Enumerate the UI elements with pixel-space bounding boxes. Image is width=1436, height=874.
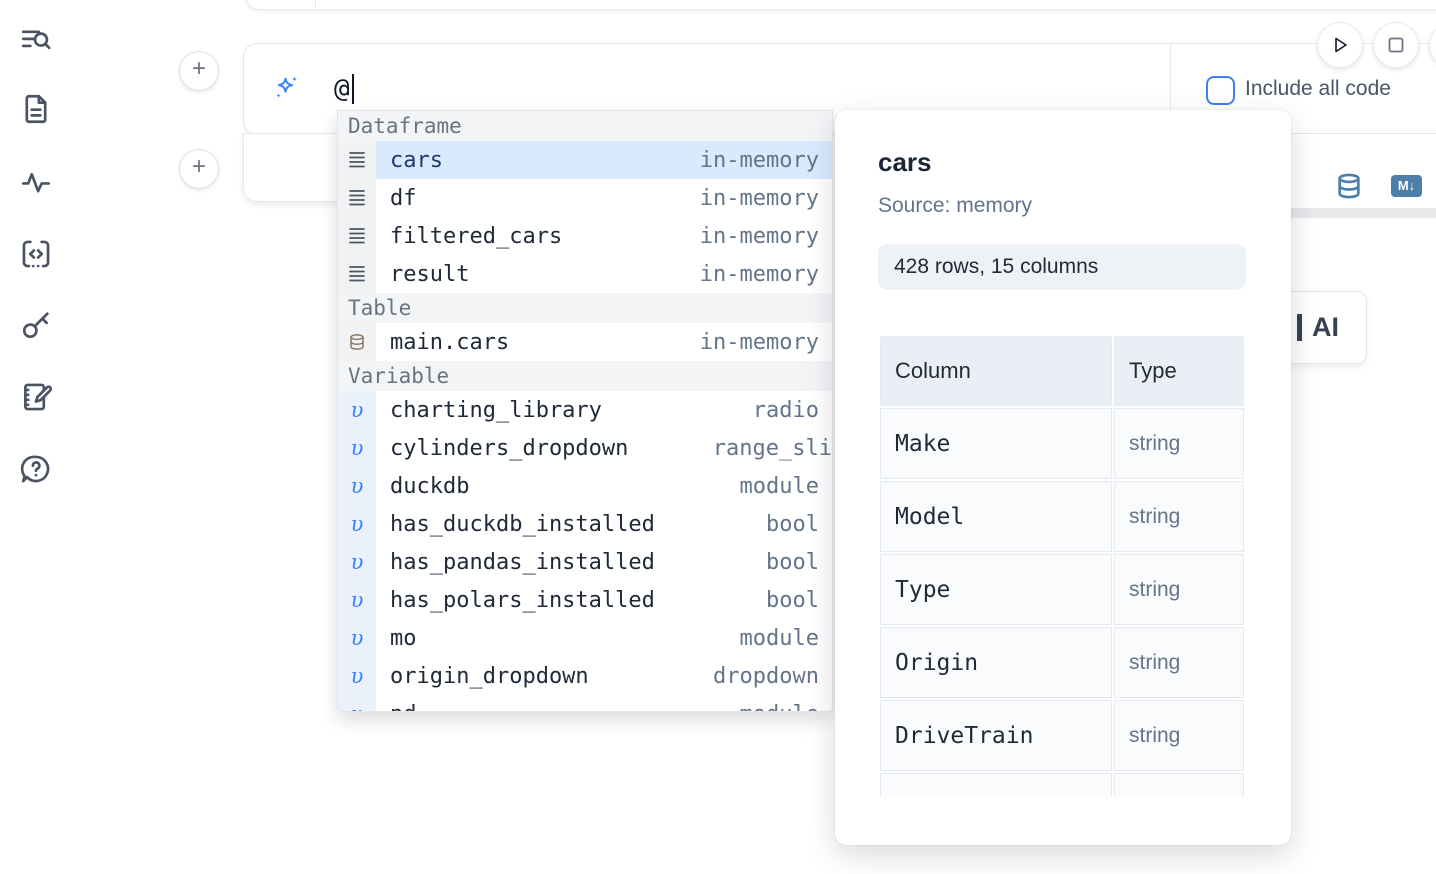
- ai-button-label: AI: [1312, 312, 1339, 342]
- dataframe-icon: [338, 255, 376, 293]
- left-sidebar: [0, 0, 70, 874]
- prompt-divider: [1170, 44, 1171, 133]
- schema-row: DriveTrain string: [880, 700, 1244, 771]
- variable-icon: υ: [338, 505, 376, 543]
- secrets-key-icon[interactable]: [19, 308, 53, 342]
- play-icon: [1335, 37, 1347, 53]
- schema-row: Make string: [880, 408, 1244, 479]
- completion-item-has-duckdb-installed[interactable]: υ has_duckdb_installed bool: [338, 505, 832, 543]
- schema-table-wrap: Column Type Make string Model string Typ…: [878, 334, 1246, 797]
- previous-cell-divider: [315, 0, 316, 8]
- completion-item-has-pandas-installed[interactable]: υ has_pandas_installed bool: [338, 543, 832, 581]
- variable-icon: υ: [338, 391, 376, 429]
- schema-table: Column Type Make string Model string Typ…: [878, 334, 1246, 797]
- schema-header-column: Column: [880, 336, 1112, 406]
- add-cell-button-top[interactable]: +: [179, 51, 219, 91]
- completion-item-mo[interactable]: υ mo module: [338, 619, 832, 657]
- scratchpad-notebook-icon[interactable]: [19, 380, 53, 414]
- schema-row: Origin string: [880, 627, 1244, 698]
- dataset-detail-popup: cars Source: memory 428 rows, 15 columns…: [835, 110, 1291, 845]
- autocomplete-dropdown: Dataframe cars in-memory df in-memory fi…: [337, 110, 833, 712]
- completion-item-pd-partial[interactable]: υ pd module: [338, 695, 832, 711]
- completion-item-duckdb[interactable]: υ duckdb module: [338, 467, 832, 505]
- dataframe-icon: [338, 217, 376, 255]
- include-all-code-label: Include all code: [1245, 77, 1391, 100]
- schema-row: Model string: [880, 481, 1244, 552]
- variable-icon: υ: [338, 581, 376, 619]
- variable-icon: υ: [338, 619, 376, 657]
- schema-row-partial: [880, 773, 1244, 797]
- dataset-shape-badge: 428 rows, 15 columns: [878, 244, 1246, 290]
- schema-row: Type string: [880, 554, 1244, 625]
- variable-icon: υ: [338, 695, 376, 711]
- activity-tracing-icon[interactable]: [19, 165, 53, 199]
- completion-item-main-cars[interactable]: main.cars in-memory: [338, 323, 832, 361]
- text-caret: [352, 74, 354, 104]
- completion-item-has-polars-installed[interactable]: υ has_polars_installed bool: [338, 581, 832, 619]
- clipped-letter-fragment: [1297, 314, 1302, 341]
- add-cell-button-bottom[interactable]: +: [179, 149, 219, 189]
- variable-icon: υ: [338, 543, 376, 581]
- previous-cell-edge: [245, 0, 1436, 10]
- stop-icon: [1388, 37, 1404, 53]
- completion-item-df[interactable]: df in-memory: [338, 179, 832, 217]
- dataset-title: cars: [878, 147, 932, 177]
- include-all-code-checkbox[interactable]: [1206, 76, 1235, 105]
- completion-section-header: Variable: [338, 361, 832, 391]
- schema-header-type: Type: [1114, 336, 1244, 406]
- completion-item-filtered-cars[interactable]: filtered_cars in-memory: [338, 217, 832, 255]
- file-document-icon[interactable]: [19, 92, 53, 126]
- variable-icon: υ: [338, 467, 376, 505]
- markdown-icon[interactable]: M↓: [1391, 175, 1422, 197]
- dataset-source: Source: memory: [878, 194, 1033, 217]
- dataframe-icon: [338, 141, 376, 179]
- run-cell-button[interactable]: [1317, 22, 1363, 68]
- completion-item-cars[interactable]: cars in-memory: [338, 141, 832, 179]
- completion-item-result[interactable]: result in-memory: [338, 255, 832, 293]
- database-icon[interactable]: [1335, 172, 1363, 200]
- variable-icon: υ: [338, 657, 376, 695]
- help-chat-icon[interactable]: [19, 452, 53, 486]
- stop-cell-button[interactable]: [1373, 22, 1419, 68]
- completion-section-header: Table: [338, 293, 832, 323]
- completion-section-header: Dataframe: [338, 111, 832, 141]
- table-of-contents-search-icon[interactable]: [19, 24, 53, 58]
- table-database-icon: [338, 323, 376, 361]
- sparkles-ai-icon: [272, 74, 302, 104]
- completion-item-origin-dropdown[interactable]: υ origin_dropdown dropdown: [338, 657, 832, 695]
- code-snippets-icon[interactable]: [19, 237, 53, 271]
- completion-item-cylinders-dropdown[interactable]: υ cylinders_dropdown range_sli: [338, 429, 832, 467]
- completion-item-charting-library[interactable]: υ charting_library radio: [338, 391, 832, 429]
- ai-prompt-input[interactable]: @: [334, 74, 350, 104]
- variable-icon: υ: [338, 429, 376, 467]
- dataframe-icon: [338, 179, 376, 217]
